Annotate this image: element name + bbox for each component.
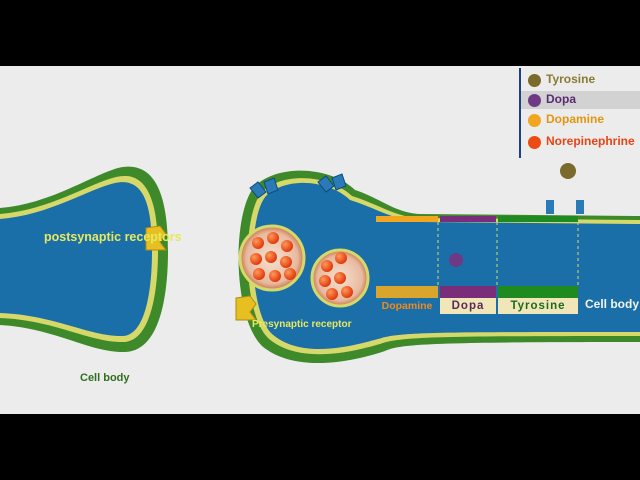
norepinephrine-particle: [341, 286, 353, 298]
diagram-stage: postsynaptic receptors Cell body Presyna…: [0, 66, 640, 414]
legend-item-tyrosine: Tyrosine: [521, 71, 640, 89]
bottom-letterbox: [0, 414, 640, 480]
band-label-tyrosine: Tyrosine: [498, 298, 578, 314]
presynaptic-receptor-label: Presynaptic receptor: [252, 319, 352, 330]
postsynaptic-cell: [0, 166, 168, 353]
norepinephrine-particle: [334, 272, 346, 284]
norepinephrine-dot-icon: [528, 136, 541, 149]
vesicles: [238, 224, 370, 308]
cell-body-right-label: Cell body: [585, 297, 640, 311]
legend-item-dopa: Dopa: [521, 91, 640, 109]
legend-item-dopamine: Dopamine: [521, 111, 640, 129]
legend-label: Norepinephrine: [546, 134, 635, 148]
norepinephrine-particle: [280, 256, 292, 268]
dopa-dot-icon: [528, 94, 541, 107]
norepinephrine-particle: [326, 288, 338, 300]
legend-label: Tyrosine: [546, 72, 596, 86]
postsynaptic-receptors-label: postsynaptic receptors: [44, 230, 182, 244]
dopamine-dot-icon: [528, 114, 541, 127]
norepinephrine-particle: [252, 237, 264, 249]
legend-label: Dopa: [546, 92, 576, 106]
norepinephrine-particle: [281, 240, 293, 252]
legend-item-norepinephrine: Norepinephrine: [521, 133, 640, 151]
band-label-dopamine: Dopamine: [381, 300, 433, 312]
norepinephrine-particle: [321, 260, 333, 272]
norepinephrine-particle: [335, 252, 347, 264]
norepinephrine-particle: [250, 253, 262, 265]
legend: Tyrosine Dopa Dopamine Norepinephrine: [519, 68, 640, 158]
norepinephrine-particle: [253, 268, 265, 280]
tyrosine-dot-icon: [528, 74, 541, 87]
synthesis-bands: [376, 216, 579, 298]
cell-body-left-label: Cell body: [80, 372, 130, 384]
legend-label: Dopamine: [546, 112, 605, 126]
presynaptic-receptor-shapes: [235, 173, 584, 321]
norepinephrine-particle: [284, 268, 296, 280]
postsynaptic-receptor-shape: [145, 225, 167, 251]
band-label-dopa: Dopa: [440, 298, 496, 314]
norepinephrine-particle: [265, 251, 277, 263]
norepinephrine-particle: [319, 275, 331, 287]
tyrosine-molecule: [560, 163, 576, 179]
dopa-molecule: [449, 253, 463, 267]
norepinephrine-particle: [267, 232, 279, 244]
norepinephrine-particle: [269, 270, 281, 282]
top-letterbox: [0, 0, 640, 66]
